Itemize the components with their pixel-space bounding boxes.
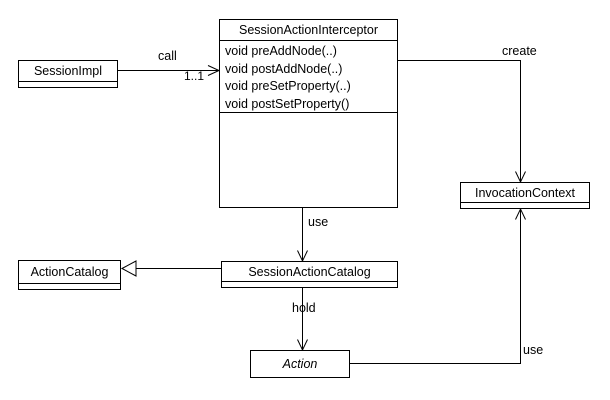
class-box-invocation-context: InvocationContext — [460, 182, 590, 209]
call-multiplicity-label: 1..1 — [184, 69, 205, 83]
class-name-invocation-context: InvocationContext — [461, 183, 589, 203]
generalization-hollow-triangle — [120, 260, 137, 277]
class-name-session-impl: SessionImpl — [19, 61, 117, 82]
class-box-session-impl: SessionImpl — [18, 60, 118, 88]
class-name-session-action-catalog: SessionActionCatalog — [222, 262, 397, 282]
create-edge — [398, 60, 526, 184]
use-bottom-edge — [350, 207, 526, 364]
use-top-edge-label: use — [308, 215, 329, 229]
method-item: void postAddNode(..) — [225, 61, 343, 76]
hold-edge-label: hold — [292, 301, 316, 315]
use-top-edge — [297, 208, 308, 263]
method-item: void preAddNode(..) — [225, 44, 337, 58]
class-name-action-catalog: ActionCatalog — [19, 261, 120, 284]
class-box-session-action-catalog: SessionActionCatalog — [221, 261, 398, 288]
class-name-session-action-interceptor: SessionActionInterceptor — [220, 20, 397, 41]
create-edge-label: create — [502, 44, 537, 58]
hold-edge — [297, 288, 308, 352]
method-item: void preSetProperty(..) — [225, 79, 351, 93]
call-edge-label: call — [158, 49, 177, 63]
generalization-edge — [120, 260, 221, 277]
use-bottom-open-arrowhead — [515, 207, 526, 220]
method-item: void postSetProperty() — [225, 96, 350, 111]
class-box-action-catalog: ActionCatalog — [18, 260, 121, 290]
class-name-action: Action — [282, 357, 318, 371]
use-bottom-edge-label: use — [523, 343, 544, 357]
class-box-session-action-interceptor: SessionActionInterceptor void preAddNode… — [219, 19, 398, 208]
method-compartment: void preAddNode(..) void postAddNode(..)… — [220, 41, 397, 113]
class-box-action: Action — [250, 350, 350, 378]
